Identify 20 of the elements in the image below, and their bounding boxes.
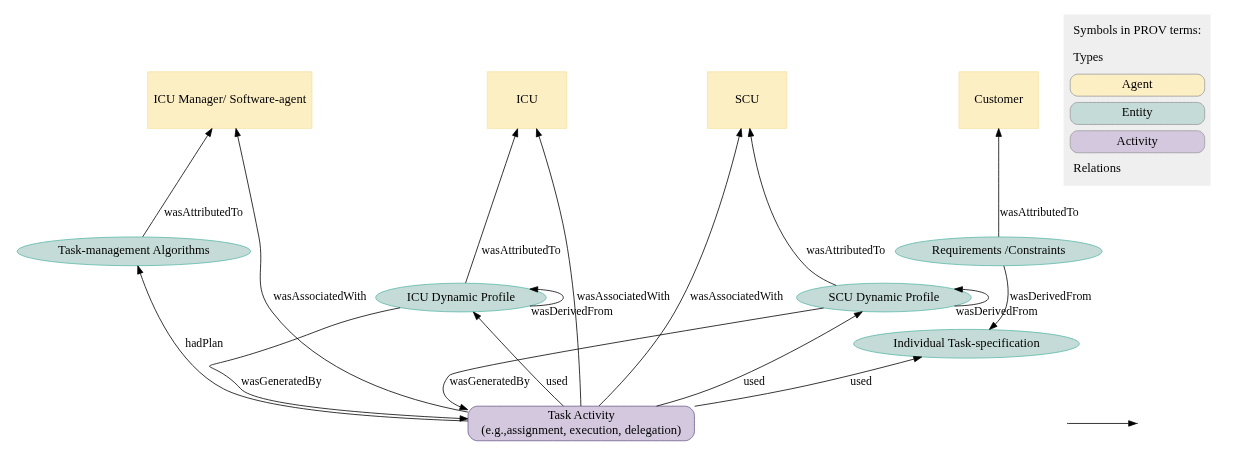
edge-label: wasAttributedTo — [163, 204, 243, 219]
edge-label: wasAssociatedWith — [689, 289, 783, 304]
edge-label: wasGeneratedBy — [240, 373, 322, 388]
edge-label: hadPlan — [184, 335, 223, 350]
edge-label: wasAssociatedWith — [272, 289, 366, 304]
label: Symbols in PROV terms: — [1072, 22, 1201, 37]
edge-label: wasDerivedFrom — [1009, 289, 1091, 304]
legend-label: Relations — [1072, 161, 1121, 176]
legend-label: Agent — [1121, 77, 1152, 92]
edge-label: used — [742, 373, 765, 388]
edge-label: used — [849, 373, 872, 388]
edge-label: wasAttributedTo — [481, 243, 561, 258]
label: Types — [1072, 49, 1103, 64]
edge-label: wasAttributedTo — [805, 243, 885, 258]
edge-label: wasAssociatedWith — [576, 289, 670, 304]
legend-label: Entity — [1121, 105, 1152, 120]
edge-label: wasGeneratedBy — [448, 373, 530, 388]
legend-label: Activity — [1116, 133, 1158, 148]
edge-label: wasAttributedTo — [999, 204, 1079, 219]
edge-label: used — [545, 373, 568, 388]
